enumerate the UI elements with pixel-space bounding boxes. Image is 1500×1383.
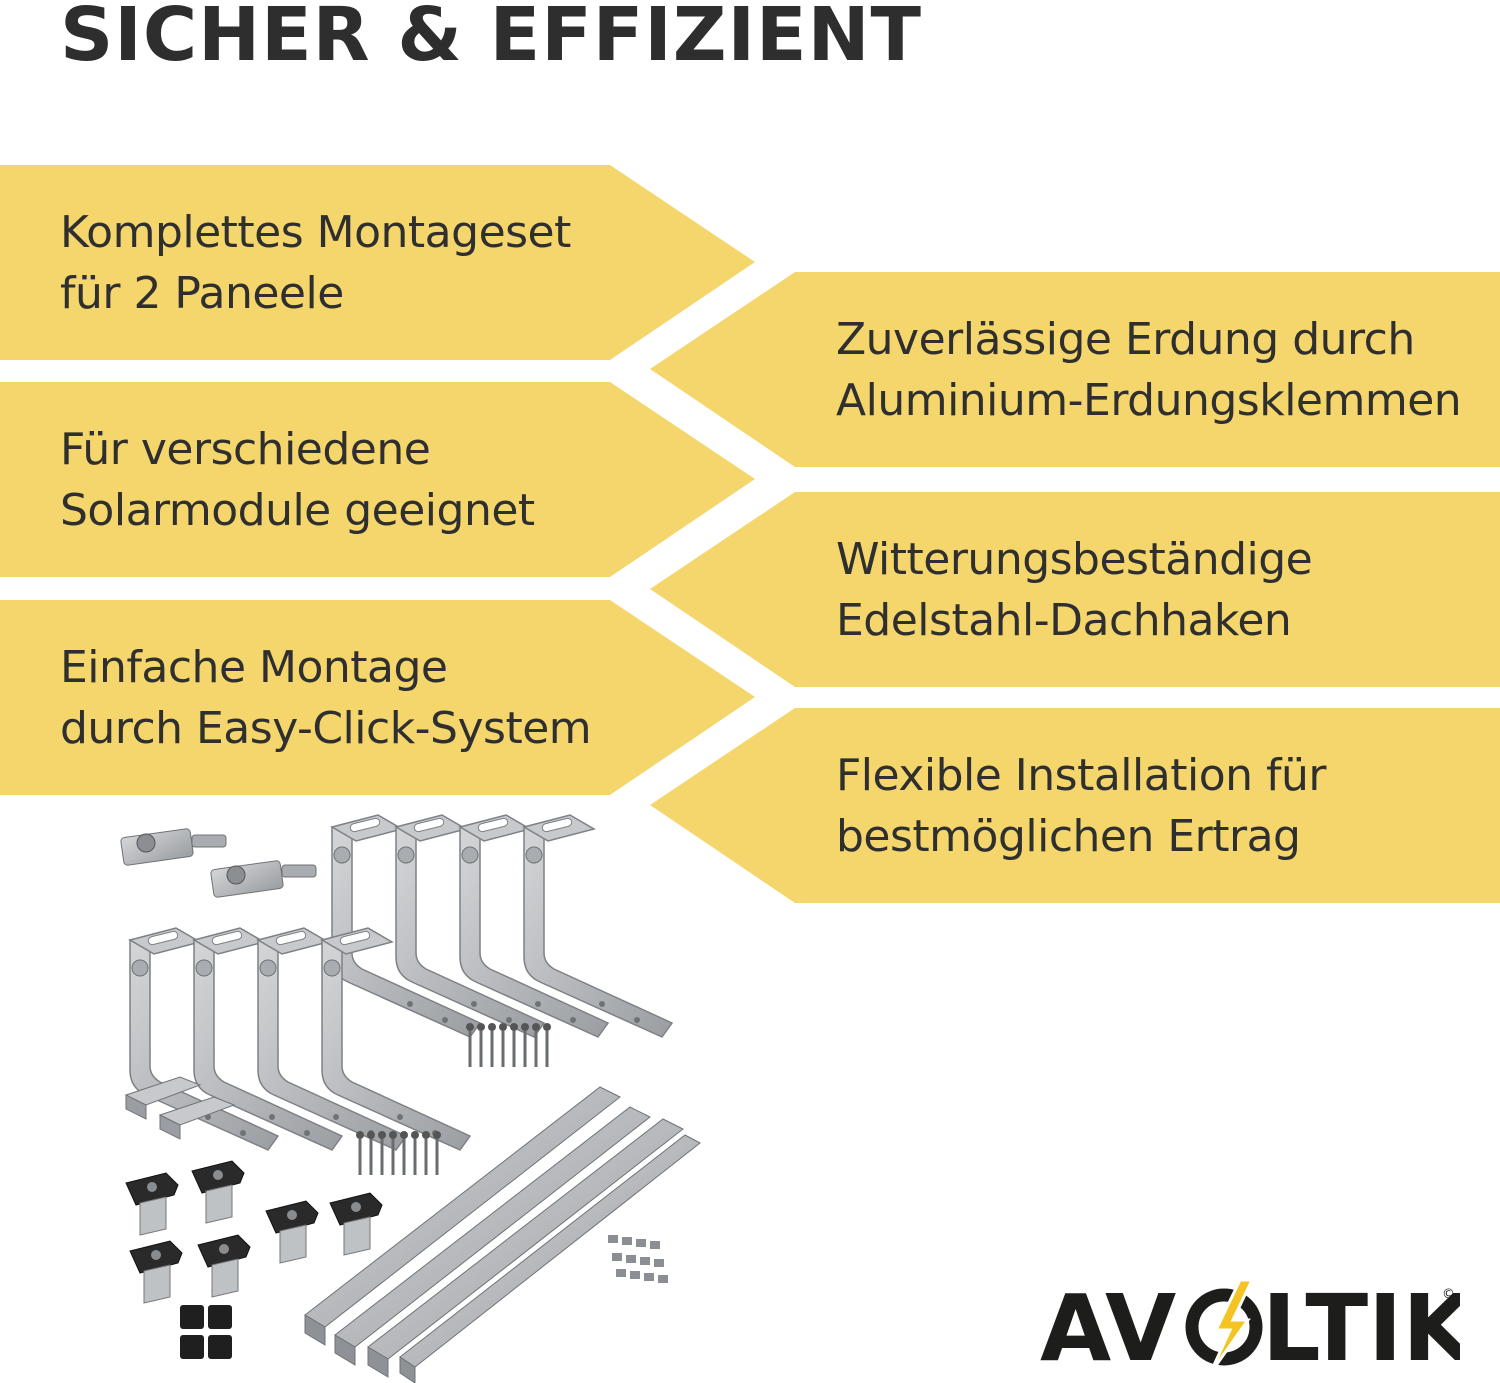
middle-clamp xyxy=(329,1192,383,1256)
feature-line: bestmöglichen Ertrag xyxy=(836,811,1301,862)
rail-end-caps xyxy=(180,1305,232,1359)
feature-line: Komplettes Montageset xyxy=(60,207,571,258)
trademark-symbol: © xyxy=(1442,1287,1455,1302)
middle-clamp xyxy=(129,1240,183,1304)
middle-clamp xyxy=(265,1200,319,1264)
mounting-kit-illustration xyxy=(120,814,701,1383)
feature-line: durch Easy-Click-System xyxy=(60,703,592,754)
screw-set xyxy=(464,1021,553,1069)
feature-line: Flexible Installation für xyxy=(836,750,1326,801)
middle-clamp xyxy=(191,1160,245,1224)
lightning-bolt-icon xyxy=(1185,1278,1263,1372)
t-bolt-set xyxy=(608,1235,668,1283)
feature-line: Zuverlässige Erdung durch xyxy=(836,314,1415,365)
feature-line: für 2 Paneele xyxy=(60,268,344,319)
logo-text-start: AV xyxy=(1040,1275,1176,1372)
mounting-rail xyxy=(334,1106,651,1366)
logo-text-end: LTIK xyxy=(1262,1275,1460,1372)
feature-line: Für verschiedene xyxy=(60,424,431,475)
mounting-rail xyxy=(367,1118,684,1378)
mounting-rail xyxy=(399,1134,701,1383)
end-clamp xyxy=(124,1076,236,1140)
grounding-clamp xyxy=(120,828,227,866)
feature-banner-right-3: Flexible Installation für bestmöglichen E… xyxy=(650,708,1500,903)
feature-banner-left-3: Einfache Montage durch Easy-Click-System xyxy=(0,600,755,795)
page-headline: SICHER & EFFIZIENT xyxy=(60,0,922,78)
grounding-clamp xyxy=(210,860,317,898)
feature-line: Witterungsbeständige xyxy=(836,534,1313,585)
mounting-rail xyxy=(304,1086,621,1346)
feature-line: Aluminium-Erdungsklemmen xyxy=(836,375,1462,426)
middle-clamp xyxy=(197,1234,251,1298)
feature-line: Edelstahl-Dachhaken xyxy=(836,595,1292,646)
avoltik-logo: AV LTIK © xyxy=(1040,1275,1460,1372)
feature-line: Einfache Montage xyxy=(60,642,448,693)
feature-banner-left-1: Komplettes Montageset für 2 Paneele xyxy=(0,165,755,360)
middle-clamp xyxy=(125,1172,179,1236)
feature-line: Solarmodule geeignet xyxy=(60,485,535,536)
